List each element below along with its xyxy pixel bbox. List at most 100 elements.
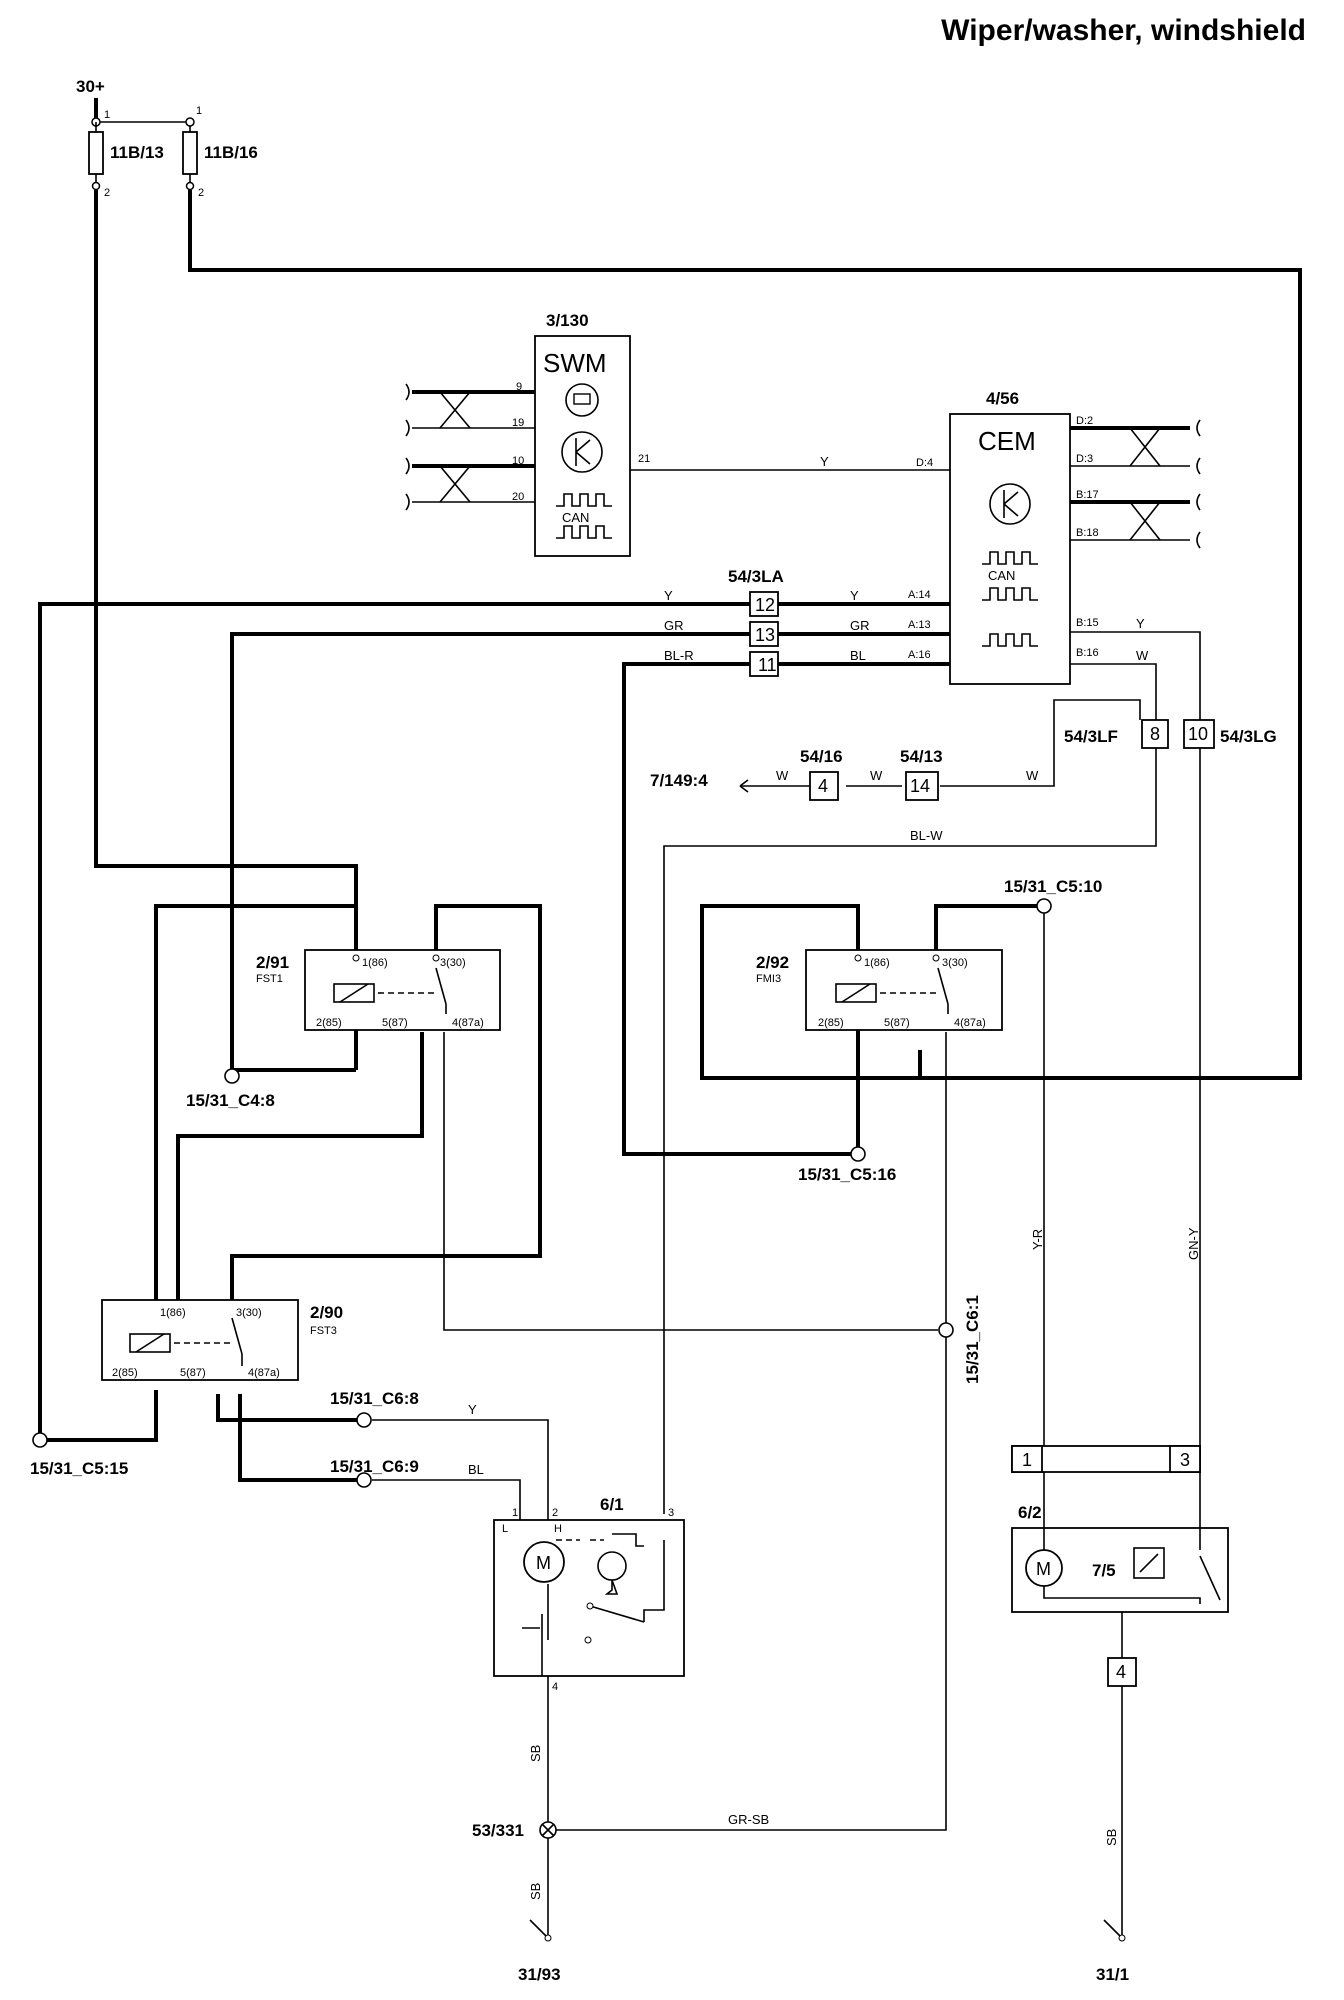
swm-can: CAN [562, 510, 589, 525]
svg-text:A:14: A:14 [908, 589, 931, 601]
svg-text:BL: BL [850, 648, 866, 663]
svg-text:4(87a): 4(87a) [452, 1017, 484, 1029]
svg-text:4(87a): 4(87a) [954, 1017, 986, 1029]
svg-text:3: 3 [1180, 1450, 1190, 1470]
fuse-11b16-label: 11B/16 [204, 143, 258, 162]
svg-text:15/31_C5:15: 15/31_C5:15 [30, 1459, 128, 1478]
cem-module: 4/56 CEM CAN D:2 D:3 B:17 B:18 B:15 B:16… [908, 389, 1099, 685]
svg-text:2(85): 2(85) [316, 1017, 342, 1029]
svg-text:M: M [1036, 1559, 1051, 1579]
fuse-11b16: 11B/16 2 [182, 126, 258, 199]
svg-text:SB: SB [528, 1883, 543, 1900]
connector-54-13: 54/13 14 [900, 747, 943, 801]
svg-text:B:18: B:18 [1076, 527, 1099, 539]
svg-text:6/1: 6/1 [600, 1495, 624, 1514]
svg-text:2/91: 2/91 [256, 953, 289, 972]
svg-text:5(87): 5(87) [884, 1017, 910, 1029]
svg-text:3(30): 3(30) [942, 957, 968, 969]
svg-text:15/31_C6:1: 15/31_C6:1 [963, 1295, 982, 1384]
svg-text:2: 2 [552, 1507, 558, 1519]
svg-text:SB: SB [528, 1745, 543, 1762]
svg-text:11: 11 [758, 655, 777, 675]
transistor-icon [989, 483, 1031, 525]
svg-text:54/3LA: 54/3LA [728, 567, 784, 586]
transistor-icon [561, 431, 603, 473]
svg-text:15/31_C6:9: 15/31_C6:9 [330, 1457, 419, 1476]
svg-text:4: 4 [552, 1681, 558, 1693]
svg-text:1: 1 [1022, 1450, 1032, 1470]
svg-text:BL-R: BL-R [664, 648, 694, 663]
svg-text:GN-Y: GN-Y [1186, 1227, 1201, 1260]
svg-text:7/5: 7/5 [1092, 1561, 1116, 1580]
svg-text:H: H [554, 1523, 562, 1535]
svg-text:13: 13 [755, 625, 775, 645]
svg-text:A:13: A:13 [908, 619, 931, 631]
svg-text:15/31_C6:8: 15/31_C6:8 [330, 1389, 419, 1408]
svg-text:2/92: 2/92 [756, 953, 789, 972]
svg-text:B:15: B:15 [1076, 617, 1099, 629]
svg-text:BL: BL [468, 1462, 484, 1477]
motor-icon [523, 1541, 565, 1583]
svg-text:FMI3: FMI3 [756, 973, 781, 985]
svg-text:SB: SB [1104, 1829, 1119, 1846]
svg-text:B:16: B:16 [1076, 647, 1099, 659]
svg-text:W: W [1136, 648, 1149, 663]
target-7-149-4: 7/149:4 [650, 771, 708, 790]
svg-text:5(87): 5(87) [180, 1367, 206, 1379]
svg-text:1: 1 [512, 1507, 518, 1519]
svg-text:2: 2 [198, 187, 204, 199]
svg-text:Y: Y [664, 588, 673, 603]
svg-text:GR: GR [664, 618, 684, 633]
svg-text:1: 1 [104, 109, 110, 121]
svg-text:A:16: A:16 [908, 649, 931, 661]
svg-text:3(30): 3(30) [440, 957, 466, 969]
relay-2-91: 2/91 FST1 1(86) 3(30) 2(85) 5(87) 4(87a) [256, 949, 501, 1031]
svg-text:W: W [776, 768, 789, 783]
cem-name: CEM [978, 426, 1036, 456]
svg-text:4: 4 [1116, 1662, 1126, 1682]
svg-text:53/331: 53/331 [472, 1821, 524, 1840]
airbag-icon [565, 383, 599, 417]
svg-text:1(86): 1(86) [160, 1307, 186, 1319]
svg-text:FST1: FST1 [256, 973, 283, 985]
connector-54-3la: 54/3LA 12 13 11 [728, 567, 784, 677]
connector-54-16: 54/16 4 [800, 747, 843, 801]
svg-text:10: 10 [1188, 724, 1208, 744]
svg-text:54/3LG: 54/3LG [1220, 727, 1277, 746]
swm-bus-lines [405, 383, 535, 511]
svg-text:D:2: D:2 [1076, 415, 1093, 427]
svg-text:W: W [870, 768, 883, 783]
cem-ref: 4/56 [986, 389, 1019, 408]
svg-text:12: 12 [755, 595, 775, 615]
connector-54-3lf: 8 54/3LF [1064, 719, 1169, 749]
svg-text:GR-SB: GR-SB [728, 1812, 769, 1827]
svg-text:9: 9 [516, 381, 522, 393]
swm-module: 3/130 SWM CAN 9 19 10 20 21 [512, 311, 650, 557]
relay-2-90: 2/90 FST3 1(86) 3(30) 2(85) 5(87) 4(87a) [101, 1299, 343, 1381]
svg-text:20: 20 [512, 491, 524, 503]
svg-text:3(30): 3(30) [236, 1307, 262, 1319]
svg-text:54/16: 54/16 [800, 747, 843, 766]
svg-text:15/31_C5:10: 15/31_C5:10 [1004, 877, 1102, 896]
svg-text:54/3LF: 54/3LF [1064, 727, 1118, 746]
svg-text:19: 19 [512, 417, 524, 429]
svg-text:Y-R: Y-R [1030, 1229, 1045, 1250]
power-supply: 30+ 1 1 [76, 77, 202, 127]
svg-text:M: M [536, 1553, 551, 1573]
svg-text:Y: Y [468, 1402, 477, 1417]
svg-text:5(87): 5(87) [382, 1017, 408, 1029]
svg-text:21: 21 [638, 453, 650, 465]
swm-name: SWM [543, 348, 607, 378]
svg-text:Y: Y [850, 588, 859, 603]
svg-text:3: 3 [668, 1507, 674, 1519]
swm-ref: 3/130 [546, 311, 589, 330]
power-label: 30+ [76, 77, 105, 96]
svg-text:BL-W: BL-W [910, 828, 943, 843]
washer-pump-6-2: 1 3 6/2 M 7/5 [1011, 1445, 1229, 1613]
svg-text:D:4: D:4 [916, 457, 933, 469]
svg-text:6/2: 6/2 [1018, 1503, 1042, 1522]
svg-text:54/13: 54/13 [900, 747, 943, 766]
wires: Y Y Y GR GR BL-R BL Y GN-Y W W [38, 190, 1302, 1938]
svg-text:1(86): 1(86) [864, 957, 890, 969]
